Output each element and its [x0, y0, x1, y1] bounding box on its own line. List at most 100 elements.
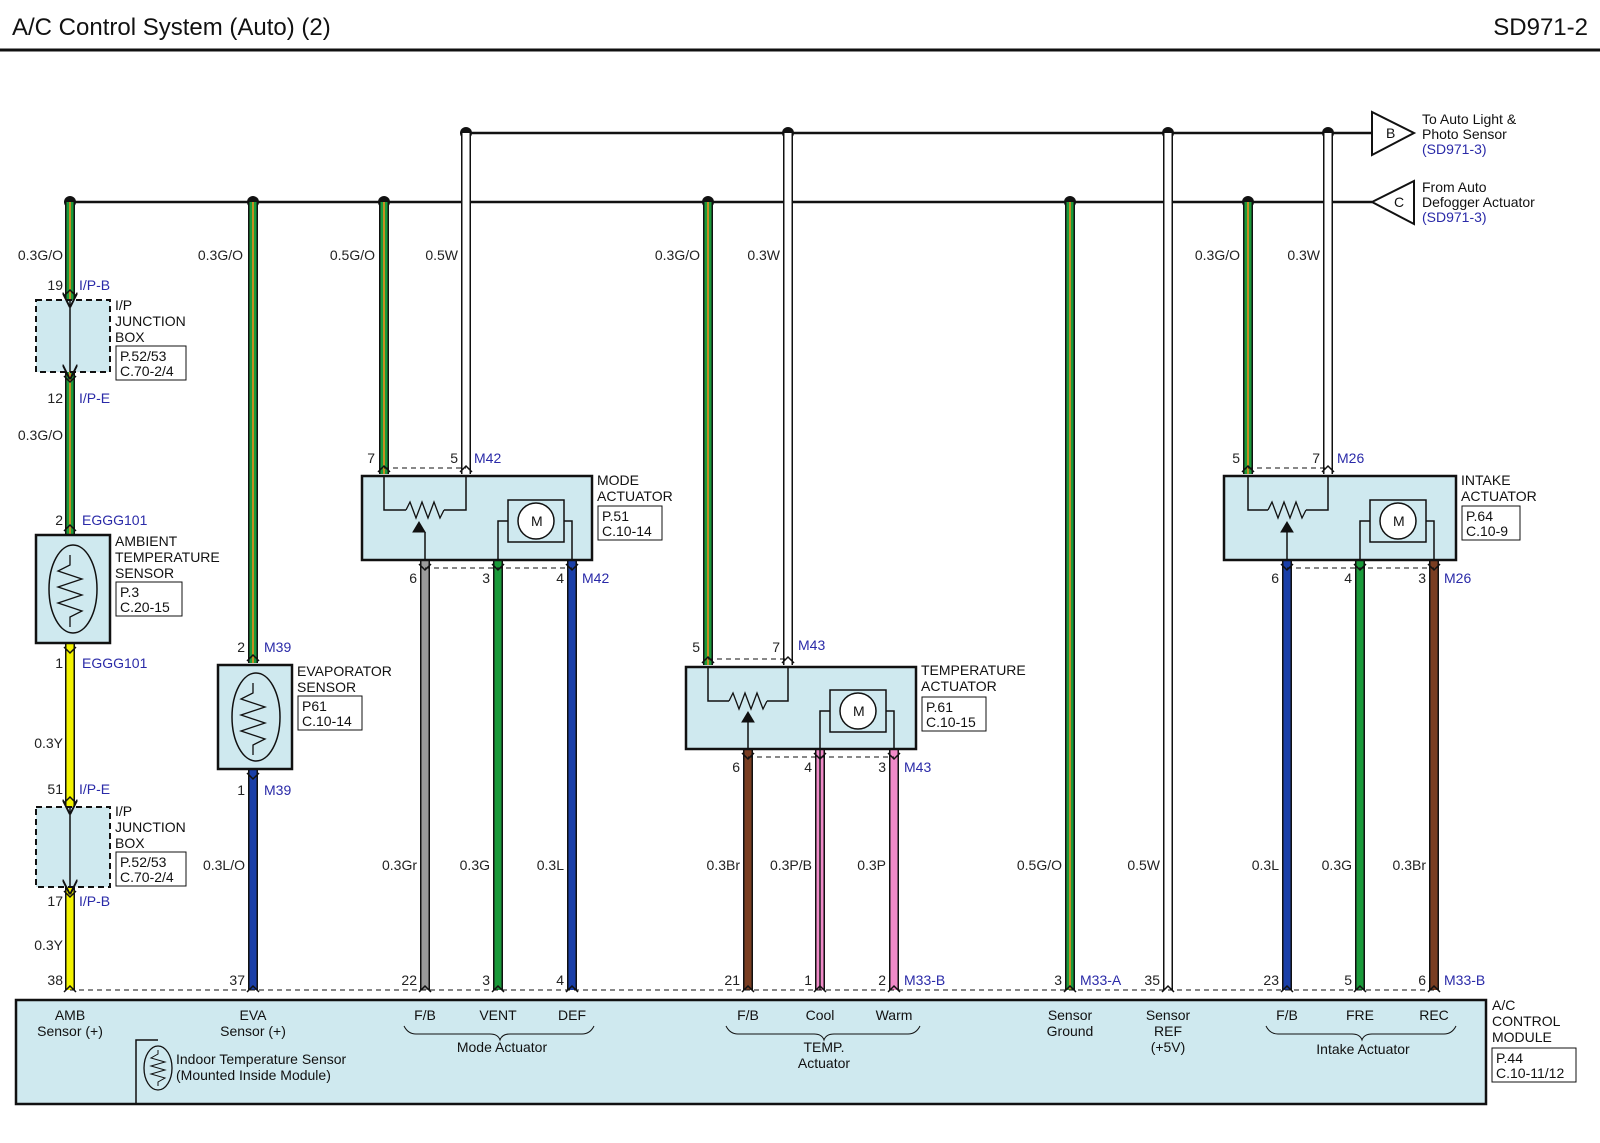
- connector-id[interactable]: M42: [582, 570, 609, 586]
- connector-id[interactable]: I/P-E: [79, 390, 110, 406]
- connector-id[interactable]: EGGG101: [82, 512, 148, 528]
- ambient-ref[interactable]: C.20-15: [120, 599, 170, 615]
- junction-box-ref[interactable]: C.70-2/4: [120, 363, 174, 379]
- wires: [65, 133, 1439, 990]
- connector-id[interactable]: I/P-B: [79, 893, 110, 909]
- pin-number: 5: [1232, 450, 1240, 466]
- junction-box-label: BOX: [115, 835, 145, 851]
- temperature-ref-box: [921, 696, 987, 732]
- connector-id[interactable]: M39: [264, 639, 291, 655]
- mode-ref[interactable]: C.10-14: [602, 523, 652, 539]
- terminal-chevron-icon: [813, 752, 827, 761]
- motor-label: M: [1393, 513, 1405, 529]
- wire-label: 0.3G/O: [18, 427, 63, 443]
- pin-number: 6: [409, 570, 417, 586]
- pin-number: 5: [692, 639, 700, 655]
- connector-id[interactable]: EGGG101: [82, 655, 148, 671]
- terminal-chevron-icon: [741, 984, 755, 993]
- internal-wire: [886, 710, 895, 749]
- intake-ref[interactable]: C.10-9: [1466, 523, 1508, 539]
- internal-wire: [383, 476, 406, 511]
- pin-number: 3: [1054, 972, 1062, 988]
- module-ref[interactable]: P.44: [1496, 1050, 1523, 1066]
- terminal-chevron-icon: [887, 752, 901, 761]
- pin-number: 6: [732, 759, 740, 775]
- terminal-chevron-icon: [781, 655, 795, 664]
- terminal-chevron-icon: [1427, 984, 1441, 993]
- junction-box-label: JUNCTION: [115, 819, 186, 835]
- terminal-chevron-icon: [1280, 984, 1294, 993]
- connector-id[interactable]: M43: [798, 637, 825, 653]
- motor-label: M: [853, 703, 865, 719]
- intake-label: INTAKE: [1461, 472, 1511, 488]
- connector-id[interactable]: M42: [474, 450, 501, 466]
- junction-box-ref[interactable]: C.70-2/4: [120, 869, 174, 885]
- wire-label: 0.3Y: [34, 937, 63, 953]
- internal-wire: [1247, 476, 1268, 511]
- internal-wire: [707, 667, 729, 702]
- pin-number: 2: [237, 639, 245, 655]
- pin-number: 2: [55, 512, 63, 528]
- pin-number: 5: [450, 450, 458, 466]
- connector-id[interactable]: M26: [1337, 450, 1364, 466]
- module-terminal-label: EVA: [240, 1007, 268, 1023]
- indoor-sensor-label: Indoor Temperature Sensor: [176, 1051, 347, 1067]
- motor-label: M: [531, 513, 543, 529]
- group-brace: [725, 1025, 921, 1042]
- connector-c-line2: Defogger Actuator: [1422, 194, 1535, 210]
- pin-number: 7: [1312, 450, 1320, 466]
- junction-box-ref[interactable]: P.52/53: [120, 854, 167, 870]
- evaporator-ref[interactable]: P61: [302, 698, 327, 714]
- ac-control-module-body: [14, 998, 1488, 1106]
- ambient-ref[interactable]: P.3: [120, 584, 139, 600]
- terminal-chevron-icon: [459, 464, 473, 473]
- ambient-label: SENSOR: [115, 565, 174, 581]
- connector-id[interactable]: M26: [1444, 570, 1471, 586]
- connector-id[interactable]: M43: [904, 759, 931, 775]
- junction-box-lower-body: [35, 806, 111, 888]
- temperature-ref[interactable]: P.61: [926, 699, 953, 715]
- group-brace: [403, 1025, 595, 1042]
- connector-id[interactable]: M33-A: [1080, 972, 1122, 988]
- connector-id[interactable]: I/P-B: [79, 277, 110, 293]
- connector-id[interactable]: I/P-E: [79, 781, 110, 797]
- junction-box-label: I/P: [115, 297, 132, 313]
- wire-label: 0.3L: [1252, 857, 1279, 873]
- module-terminal-label: F/B: [737, 1007, 759, 1023]
- junction-box-ref-box: [115, 851, 187, 887]
- page-title: A/C Control System (Auto) (2): [12, 14, 331, 41]
- pin-number: 35: [1144, 972, 1160, 988]
- internal-wire: [1306, 476, 1329, 511]
- wire-label: 0.3L: [537, 857, 564, 873]
- terminal-chevron-icon: [246, 984, 260, 993]
- potentiometer-icon: [1267, 500, 1307, 520]
- junction-box-ref[interactable]: P.52/53: [120, 348, 167, 364]
- terminal-chevron-icon: [63, 523, 77, 532]
- module-label: MODULE: [1492, 1029, 1552, 1045]
- temperature-ref[interactable]: C.10-15: [926, 714, 976, 730]
- connector-id[interactable]: M33-B: [1444, 972, 1485, 988]
- wire-label: 0.3W: [747, 247, 780, 263]
- evaporator-sensor: EVAPORATOR SENSOR P61 C.10-14: [216, 663, 392, 771]
- connector-id[interactable]: M33-B: [904, 972, 945, 988]
- mode-ref[interactable]: P.51: [602, 508, 629, 524]
- wiper-arrow-icon: [412, 521, 426, 533]
- connector-id[interactable]: M39: [264, 782, 291, 798]
- mode-ref-box: [597, 505, 663, 541]
- wire-label: 0.5W: [1127, 857, 1160, 873]
- bus-lines: [64, 127, 1372, 208]
- connector-c-ref[interactable]: (SD971-3): [1422, 209, 1487, 225]
- module-ref[interactable]: C.10-11/12: [1496, 1065, 1564, 1081]
- motor-icon: [1379, 502, 1417, 540]
- intake-ref[interactable]: P.64: [1466, 508, 1493, 524]
- mode-actuator-body: [360, 474, 594, 562]
- terminal-chevron-icon: [565, 984, 579, 993]
- ambient-temperature-sensor: AMBIENT TEMPERATURE SENSOR P.3 C.20-15: [34, 533, 220, 645]
- ambient-label: AMBIENT: [115, 533, 178, 549]
- pin-number: 3: [482, 972, 490, 988]
- temperature-label: ACTUATOR: [921, 678, 997, 694]
- connector-b-ref[interactable]: (SD971-3): [1422, 141, 1487, 157]
- terminal-chevron-icon: [1063, 984, 1077, 993]
- evaporator-ref[interactable]: C.10-14: [302, 713, 352, 729]
- terminal-chevron-icon: [418, 984, 432, 993]
